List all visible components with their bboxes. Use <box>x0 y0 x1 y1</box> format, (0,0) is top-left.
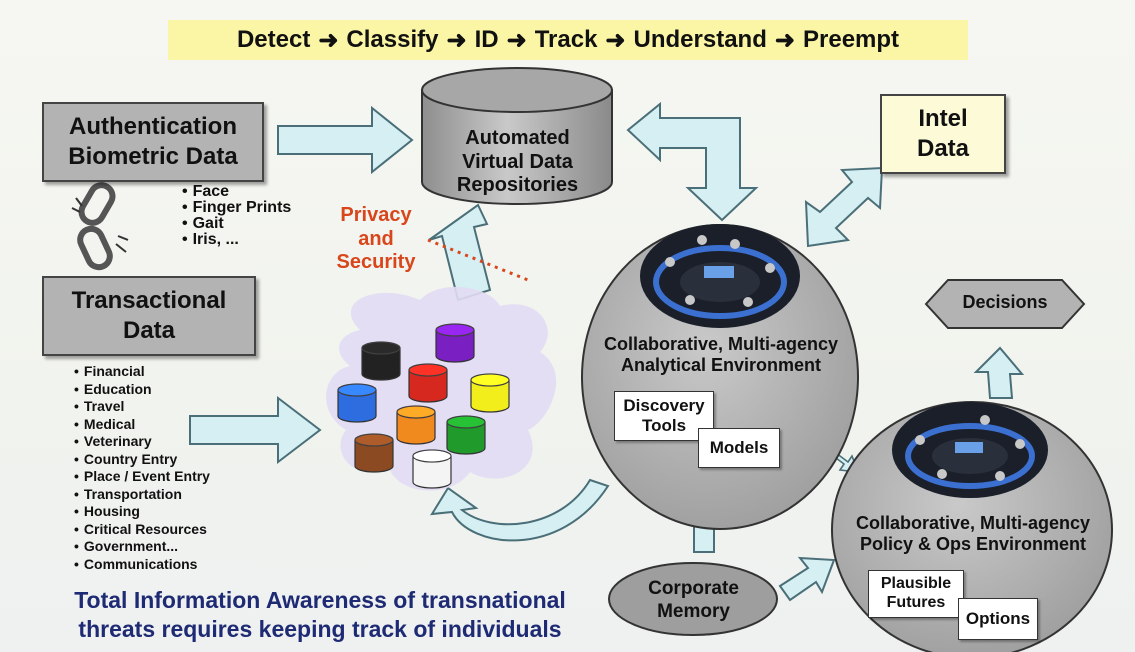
privacy-line-3: Security <box>336 251 416 274</box>
decisions-label: Decisions <box>962 292 1048 312</box>
arrow-repo-analytical <box>626 101 759 222</box>
arrow-memory-to-policy <box>778 556 836 602</box>
list-item: Communications <box>74 557 210 571</box>
step-understand: Understand <box>633 26 767 53</box>
caption-line-1: Total Information Awareness of transnati… <box>74 587 566 613</box>
options-box: Options <box>958 598 1038 640</box>
authentication-biometric-box: Authentication Biometric Data <box>42 102 264 182</box>
privacy-line-2: and <box>358 227 394 250</box>
step-track: Track <box>534 26 598 53</box>
database-cylinder-icon <box>396 405 436 445</box>
caption: Total Information Awareness of transnati… <box>20 586 620 643</box>
arrow-right-icon: ➜ <box>446 26 467 54</box>
discovery-line-1: Discovery <box>623 395 705 415</box>
control-room-image <box>640 224 800 328</box>
intel-line-1: Intel <box>918 105 968 132</box>
plausible-line-2: Futures <box>886 594 946 611</box>
list-item: Veterinary <box>74 434 210 448</box>
decisions-hexagon <box>924 279 1086 329</box>
intel-data-box: Intel Data <box>880 94 1006 174</box>
process-header: Detect ➜ Classify ➜ ID ➜ Track ➜ Underst… <box>168 20 968 60</box>
plausible-futures-box: Plausible Futures <box>868 570 964 618</box>
list-item: Transportation <box>74 487 210 501</box>
database-cylinder-icon <box>421 67 613 205</box>
memory-line-1: Corporate <box>648 578 739 599</box>
privacy-line-1: Privacy <box>340 204 412 226</box>
list-item: Government... <box>74 539 210 553</box>
trans-line-2: Data <box>122 317 176 344</box>
analytical-line-1: Collaborative, Multi-agency <box>603 334 839 354</box>
discovery-line-2: Tools <box>641 416 687 435</box>
list-item: Country Entry <box>74 452 210 466</box>
transactional-data-box: Transactional Data <box>42 276 256 356</box>
list-item: Critical Resources <box>74 522 210 536</box>
database-cylinder-icon <box>446 415 486 455</box>
analytical-line-2: Analytical Environment <box>620 355 822 376</box>
list-item: Education <box>74 382 210 396</box>
arrow-right-icon: ➜ <box>774 26 795 54</box>
corporate-memory-label: Corporate Memory <box>616 577 771 623</box>
arrow-policy-to-decisions <box>973 346 1025 399</box>
list-item: Travel <box>74 399 210 413</box>
database-cylinder-icon <box>412 449 452 489</box>
list-item: Finger Prints <box>182 200 292 216</box>
analytical-environment-title: Collaborative, Multi-agency Analytical E… <box>580 334 862 376</box>
step-classify: Classify <box>346 26 439 53</box>
policy-environment-title: Collaborative, Multi-agency Policy & Ops… <box>832 513 1114 555</box>
repo-line-3: Repositories <box>456 174 579 197</box>
policy-line-2: Policy & Ops Environment <box>859 534 1087 555</box>
repo-line-1: Automated <box>465 127 570 149</box>
list-item: Face <box>182 184 291 200</box>
repository-label: Automated Virtual Data Repositories <box>430 127 605 198</box>
chain-link-icon <box>77 182 116 271</box>
repo-line-2: Virtual Data <box>462 150 573 173</box>
auth-line-2: Biometric Data <box>68 143 238 170</box>
list-item: Medical <box>74 417 210 431</box>
control-room-image <box>892 402 1048 498</box>
policy-line-1: Collaborative, Multi-agency <box>855 513 1091 533</box>
trans-line-1: Transactional <box>71 287 227 314</box>
plausible-line-1: Plausible <box>880 575 952 593</box>
caption-line-2: threats requires keeping track of indivi… <box>78 615 562 642</box>
memory-line-2: Memory <box>657 601 730 623</box>
list-item: Financial <box>74 364 210 378</box>
list-item: Iris, ... <box>182 232 291 248</box>
privacy-dotted-line <box>427 238 529 282</box>
biometric-list: Face Finger Prints Gait Iris, ... <box>182 184 292 248</box>
database-cylinder-icon <box>337 383 377 423</box>
list-item: Gait <box>182 216 291 232</box>
corporate-memory-oval <box>608 562 778 636</box>
database-cylinder-icon <box>354 433 394 473</box>
database-cylinder-icon <box>361 341 401 381</box>
list-item: Housing <box>74 504 210 518</box>
list-item: Place / Event Entry <box>74 469 210 483</box>
database-cylinder-icon <box>470 373 510 413</box>
arrow-auth-to-repo <box>277 105 414 175</box>
models-box: Models <box>698 428 780 468</box>
arrow-right-icon: ➜ <box>605 26 626 54</box>
database-cylinder-icon <box>408 363 448 403</box>
transactional-list: Financial Education Travel Medical Veter… <box>74 364 210 571</box>
database-cylinder-icon <box>435 323 475 363</box>
arrow-right-icon: ➜ <box>506 26 527 54</box>
arrow-analytical-to-cloud <box>430 478 610 542</box>
auth-line-1: Authentication <box>69 113 237 140</box>
step-detect: Detect <box>236 26 311 53</box>
step-id: ID <box>474 26 499 53</box>
arrow-right-icon: ➜ <box>318 26 339 54</box>
intel-line-2: Data <box>916 135 970 162</box>
step-preempt: Preempt <box>803 26 900 53</box>
discovery-tools-box: Discovery Tools <box>614 391 714 441</box>
options-label: Options <box>965 609 1031 628</box>
privacy-security-label: Privacy and Security <box>318 204 434 275</box>
models-label: Models <box>709 438 769 457</box>
